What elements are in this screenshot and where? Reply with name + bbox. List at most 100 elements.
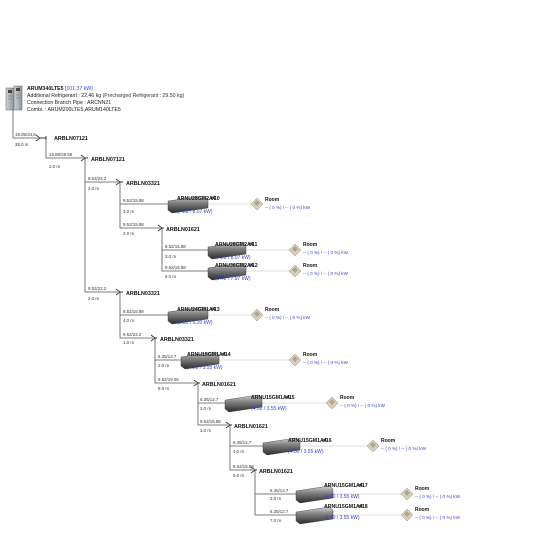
- indoor-unit-15: ARNU15GM1A4 #15 (4.00 / 3.55 kW): [224, 394, 295, 413]
- indoor-unit-14: ARNU15GM1A4 #14 (4.00 / 3.55 kW): [180, 351, 231, 371]
- room-12-capacity: -- ( 0 %) / -- ( 0 %) kW: [303, 271, 349, 276]
- dim-u12-len: 6.0 m: [165, 274, 176, 279]
- indoor-units: ARNU28GM2A4 #10 (7.28 / 8.07 kW) ARNU28G…: [167, 195, 368, 525]
- branch-joint-b3: ARBLN03321: [115, 178, 160, 187]
- room-17-label: Room: [415, 486, 430, 492]
- room-14: Room -- ( 0 %) / -- ( 0 %) kW: [288, 352, 349, 367]
- branch-joint-b9: ARBLN01621: [250, 466, 293, 475]
- dim-b8-spec: 9.52/15.88: [200, 419, 221, 424]
- indoor-unit-13-icon: [167, 306, 209, 325]
- pipe-b1-b2: [45, 138, 83, 159]
- connection-branch-pipe: Connection Branch Pipe : ARCNN21: [27, 100, 112, 106]
- pipe-b3-b4: [119, 204, 160, 229]
- dim-u18-len: 7.0 m: [270, 518, 281, 523]
- outdoor-unit-icon: [5, 85, 23, 111]
- indoor-unit-12: ARNU36GM2A4 #12 (9.42 / 7.97 kW): [207, 262, 258, 282]
- indoor-unit-18: ARNU15GM1A4 #18 (4.00 / 3.55 kW): [295, 504, 368, 525]
- branch-joint-b2: ARBLN07121: [80, 154, 125, 163]
- dim-b3-spec: 9.52/22.2: [88, 176, 107, 181]
- combi-label: Combi. : ARUM200LTE5,ARUM140LTE5: [27, 107, 121, 113]
- room-11-capacity: -- ( 0 %) / -- ( 0 %) kW: [303, 250, 349, 255]
- branch-label-b8: ARBLN01621: [234, 424, 268, 430]
- room-17-icon: [400, 487, 414, 501]
- room-14-capacity: -- ( 0 %) / -- ( 0 %) kW: [303, 360, 349, 365]
- room-11-label: Room: [303, 242, 318, 248]
- unit-12-capacity: (9.42 / 7.97 kW): [215, 276, 251, 282]
- unit-11-num: #11: [249, 242, 257, 248]
- dim-b6-spec: 9.52/22.2: [123, 332, 142, 337]
- room-14-icon: [288, 353, 302, 367]
- dim-b8-len: 3.0 m: [200, 428, 211, 433]
- dim-u17-spec: 6.35/12.7: [270, 488, 289, 493]
- unit-10-num: #10: [211, 196, 220, 202]
- outdoor-unit-model: ARUM340LTE5: [27, 86, 64, 92]
- room-13-icon: [250, 308, 264, 322]
- dim-u12-spec: 9.52/15.88: [165, 265, 186, 270]
- room-links: [206, 203, 402, 516]
- indoor-unit-10: ARNU28GM2A4 #10 (7.28 / 8.07 kW): [167, 195, 220, 215]
- rooms: Room -- ( 0 %) / -- ( 0 %) kW Room -- ( …: [250, 197, 461, 522]
- indoor-unit-16: ARNU15GM1A4 #16 (4.00 / 3.55 kW): [262, 437, 332, 456]
- additional-refrigerant-label: Additional Refrigerant : 22.46 kg: [27, 93, 102, 99]
- dim-outdoor-len: 35.0 m: [15, 142, 29, 147]
- dim-b5-spec: 9.52/22.2: [88, 286, 107, 291]
- dim-u10-spec: 9.52/15.88: [123, 198, 144, 203]
- unit-14-capacity: (4.00 / 3.55 kW): [187, 365, 223, 371]
- room-16-label: Room: [381, 438, 396, 444]
- dim-u11-len: 3.0 m: [165, 254, 176, 259]
- unit-18-model: ARNU15GM1A4: [324, 504, 363, 510]
- room-11-icon: [288, 243, 302, 257]
- branch-joint-b4: ARBLN01621: [157, 224, 200, 233]
- room-13: Room -- ( 0 %) / -- ( 0 %) kW: [250, 307, 311, 322]
- room-17: Room -- ( 0 %) / -- ( 0 %) kW: [400, 486, 461, 501]
- precharged-refrigerant: (Precharged Refrigerant : 29.50 kg): [102, 93, 185, 99]
- indoor-unit-11: ARNU28GM2A4 #11 (7.28 / 8.07 kW): [207, 241, 257, 261]
- unit-16-capacity: (4.00 / 3.55 kW): [288, 449, 324, 455]
- branch-label-b1: ARBLN07121: [54, 136, 88, 142]
- room-10-capacity: -- ( 0 %) / -- ( 0 %) kW: [265, 205, 311, 210]
- dim-b2-spec: 15.88/28.58: [49, 152, 73, 157]
- dim-b7-spec: 9.52/19.05: [158, 377, 179, 382]
- branch-joints: ARBLN07121 ARBLN07121 ARBLN03321 ARBLN01…: [35, 134, 293, 475]
- room-16: Room -- ( 0 %) / -- ( 0 %) kW: [366, 438, 427, 453]
- room-18-capacity: -- ( 0 %) / -- ( 0 %) kW: [415, 515, 461, 520]
- branch-label-b3: ARBLN03321: [126, 181, 160, 187]
- room-18: Room -- ( 0 %) / -- ( 0 %) kW: [400, 507, 461, 522]
- dim-b3-len: 2.0 m: [88, 186, 99, 191]
- dim-u14-len: 2.0 m: [158, 363, 169, 368]
- room-13-label: Room: [265, 307, 280, 313]
- unit-17-capacity: (4.00 / 3.55 kW): [324, 494, 360, 500]
- unit-12-model: ARNU36GM2A4: [215, 263, 254, 269]
- unit-13-model: ARNU24GM1A4: [177, 307, 216, 313]
- indoor-unit-13: ARNU24GM1A4 #13 (6.31 / 5.20 kW): [167, 306, 220, 326]
- outdoor-unit-capacity: [101.37 kW]: [64, 86, 93, 92]
- room-15: Room -- ( 0 %) / -- ( 0 %) kW: [325, 395, 386, 410]
- pipe-b8-b9: [229, 446, 253, 471]
- unit-15-capacity: (4.00 / 3.55 kW): [251, 406, 287, 412]
- room-10: Room -- ( 0 %) / -- ( 0 %) kW: [250, 197, 311, 211]
- dim-b4-len: 2.0 m: [123, 231, 134, 236]
- dim-u13-len: 4.0 m: [123, 318, 134, 323]
- indoor-unit-14-icon: [180, 351, 220, 370]
- unit-17-model: ARNU15GM1A4: [324, 483, 363, 489]
- pipe-dimension-labels: 19.05/34.9 35.0 m 15.88/28.58 2.0 m 9.52…: [15, 132, 289, 523]
- dim-b5-len: 2.0 m: [88, 296, 99, 301]
- branch-label-b9: ARBLN01621: [259, 469, 293, 475]
- indoor-unit-17: ARNU15GM1A4 #17 (4.00 / 3.55 kW): [295, 483, 368, 504]
- indoor-unit-18-icon: [295, 506, 334, 525]
- indoor-unit-15-icon: [224, 394, 263, 413]
- unit-14-num: #14: [222, 352, 231, 358]
- indoor-unit-10-icon: [167, 195, 209, 214]
- dim-b7-len: 8.0 m: [158, 386, 169, 391]
- room-16-icon: [366, 439, 380, 453]
- additional-refrigerant: Additional Refrigerant : 22.46 kg (Prech…: [27, 93, 184, 99]
- pipe-b5-b6: [119, 315, 153, 339]
- unit-12-num: #12: [249, 263, 258, 269]
- dim-b2-len: 2.0 m: [49, 164, 60, 169]
- unit-10-model: ARNU28GM2A4: [177, 196, 216, 202]
- room-12-icon: [288, 264, 302, 278]
- room-10-label: Room: [265, 197, 280, 203]
- dim-u16-spec: 6.35/12.7: [233, 440, 252, 445]
- room-15-icon: [325, 396, 339, 410]
